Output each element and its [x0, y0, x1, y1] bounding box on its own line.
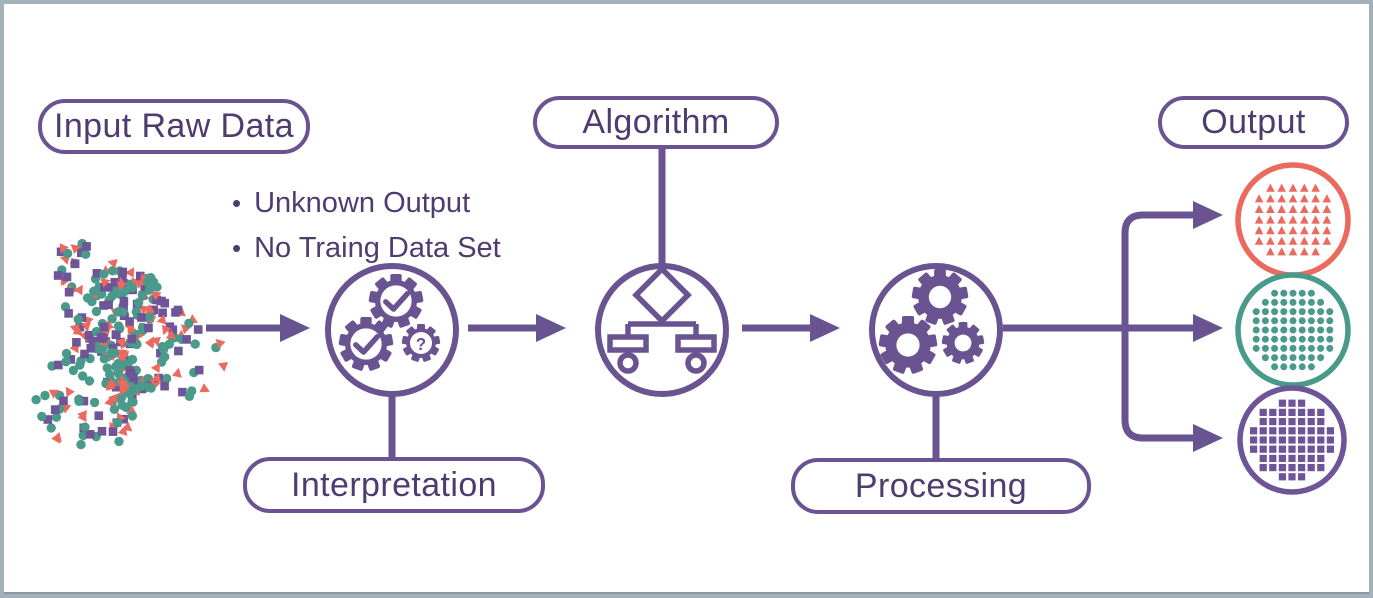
- node-connectors: [388, 149, 940, 461]
- gear-question-icon: ?: [401, 324, 441, 362]
- output-circle-cluster: [1235, 272, 1351, 388]
- algorithm-label: Algorithm: [533, 96, 779, 149]
- gear-check-icon: [338, 317, 394, 371]
- interpretation-node: ?: [325, 263, 459, 397]
- arrow-input-to-interpretation: [206, 314, 310, 342]
- output-label: Output: [1158, 96, 1349, 149]
- svg-text:?: ?: [416, 335, 426, 354]
- note-text: No Traing Data Set: [254, 231, 501, 264]
- input-raw-data-label: Input Raw Data: [38, 99, 310, 154]
- interpretation-label: Interpretation: [243, 457, 545, 513]
- note-item: • Unknown Output: [232, 181, 501, 226]
- arrowhead-icon: [1193, 201, 1223, 229]
- processing-node: [869, 263, 1003, 397]
- arrowhead-icon: [1193, 424, 1223, 452]
- branch-arrows: [1003, 201, 1223, 452]
- arrow-interpretation-to-algorithm: [468, 314, 566, 342]
- gear-icon: [941, 322, 985, 364]
- bullet-icon: •: [232, 232, 242, 263]
- processing-label: Processing: [791, 458, 1091, 514]
- output-square-cluster: [1237, 385, 1347, 495]
- bullet-icon: •: [232, 188, 242, 218]
- flowchart-tree-icon: [607, 265, 717, 374]
- gear-icon: [878, 316, 938, 374]
- algorithm-node: [595, 263, 729, 397]
- arrowhead-icon: [1193, 314, 1223, 342]
- note-text: Unknown Output: [254, 187, 471, 219]
- gear-icon: [911, 269, 969, 325]
- arrow-algorithm-to-processing: [742, 314, 840, 342]
- gear-check-icon: [368, 274, 424, 328]
- output-triangle-cluster: [1235, 162, 1351, 278]
- raw-data-scatter: [31, 238, 229, 450]
- note-item: • No Traing Data Set: [232, 226, 501, 271]
- notes-list: • Unknown Output • No Traing Data Set: [232, 181, 501, 271]
